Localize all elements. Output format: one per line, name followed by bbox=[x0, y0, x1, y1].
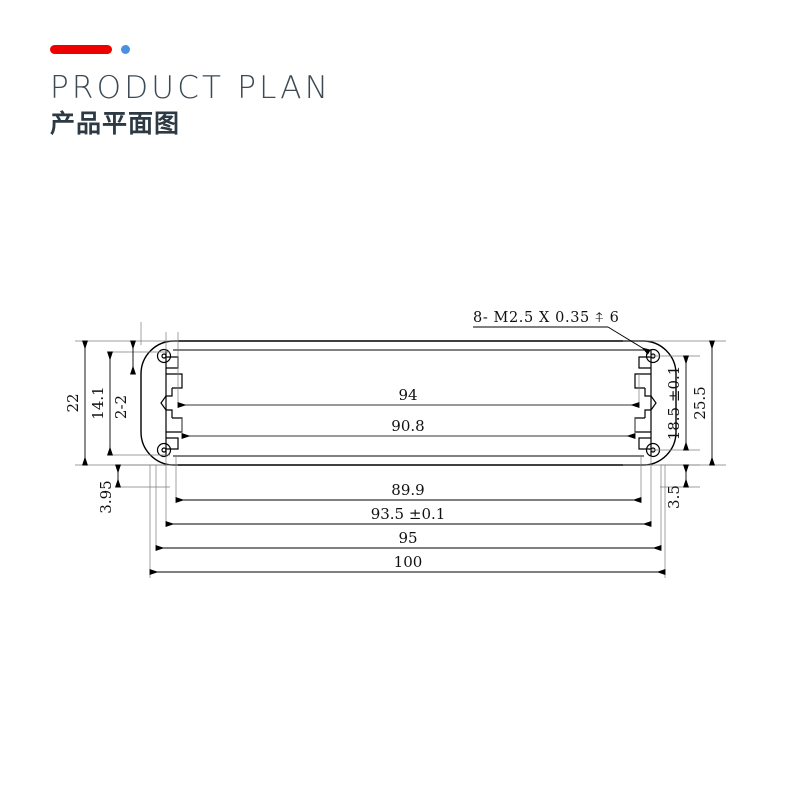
vertical-dimension-lines bbox=[82, 340, 715, 488]
extension-lines bbox=[75, 322, 726, 578]
dimension-label-inner-top: 94 bbox=[398, 386, 417, 404]
dimension-label-left-outer: 22 bbox=[64, 393, 82, 412]
dimension-label-left-inner: 14.1 bbox=[89, 386, 107, 419]
dimension-label-bottom-1: 89.9 bbox=[391, 481, 424, 499]
dimension-label-left-slot: 2-2 bbox=[112, 395, 130, 419]
accent-decoration bbox=[50, 40, 550, 58]
dimension-label-bottom-2: 93.5 ±0.1 bbox=[371, 505, 446, 523]
dimension-label-bottom-4: 100 bbox=[394, 553, 423, 571]
page-header: PRODUCT PLAN 产品平面图 bbox=[50, 40, 550, 137]
thread-callout-leader bbox=[473, 326, 651, 355]
dimension-label-right-bottom: 3.5 bbox=[665, 485, 683, 509]
dimension-label-right-outer: 25.5 bbox=[691, 386, 709, 419]
dimension-label-left-bottom: 3.95 bbox=[97, 480, 115, 513]
bottom-dimension-lines bbox=[149, 497, 666, 575]
accent-bar-icon bbox=[50, 44, 112, 54]
page-title-english: PRODUCT PLAN bbox=[50, 70, 332, 106]
inner-dimension-lines bbox=[177, 402, 640, 439]
enclosure-inner-walls bbox=[173, 349, 644, 457]
dimension-label-inner-second: 90.8 bbox=[391, 417, 424, 435]
page-title-chinese: 产品平面图 bbox=[50, 108, 181, 138]
dimension-label-bottom-3: 95 bbox=[398, 529, 417, 547]
dimension-label-right-inner: 18.5 ±0.1 bbox=[665, 366, 683, 441]
accent-dot-icon bbox=[121, 44, 130, 54]
thread-callout-label: 8- M2.5 X 0.35 ⍏ 6 bbox=[473, 310, 619, 326]
